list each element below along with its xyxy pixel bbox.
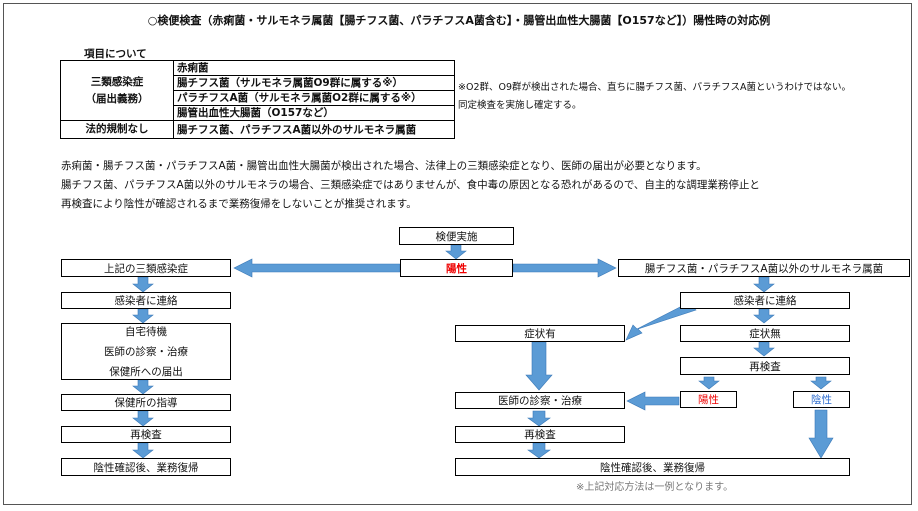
flow-left-steps: 自宅待機 医師の診察・治療 保健所への届出	[61, 323, 231, 380]
flow-result-positive: 陽性	[680, 391, 737, 408]
group1-label-line2: （届出義務）	[85, 92, 149, 105]
flow-right-head: 腸チフス菌・パラチフスA菌以外のサルモネラ属菌	[618, 259, 910, 277]
flow-result-negative: 陰性	[793, 391, 850, 408]
flow-left-guidance: 保健所の指導	[61, 394, 231, 411]
paragraph-line-2: 腸チフス菌、パラチフスA菌以外のサルモネラの場合、三類感染症ではありませんが、食…	[61, 179, 760, 191]
flow-right-return: 陰性確認後、業務復帰	[455, 458, 850, 476]
arrow-pos-down	[698, 376, 720, 390]
section-heading: 項目について	[84, 48, 147, 60]
arrow-contact-to-symptom	[625, 302, 697, 341]
flow-left-retest: 再検査	[61, 426, 231, 443]
arrow-retest-down	[527, 442, 551, 459]
arrow-left-2	[132, 308, 154, 324]
arrow-pos-to-treatment	[626, 391, 680, 411]
flow-left-head: 上記の三類感染症	[61, 259, 231, 277]
arrow-right-2	[753, 308, 775, 324]
flow-treatment: 医師の診察・治療	[455, 392, 625, 409]
arrow-to-left-branch	[233, 258, 401, 278]
note-line-1: ※O2群、O9群が検出された場合、直ちに腸チフス菌、パラチフスA菌というわけでは…	[458, 82, 852, 93]
paragraph-line-3: 再検査により陰性が確認されるまで業務復帰をしないことが推奨されます。	[61, 198, 417, 210]
flow-left-step: 自宅待機	[125, 325, 167, 338]
flow-left-step: 保健所への届出	[109, 365, 183, 378]
footnote: ※上記対応方法は一例となります。	[576, 482, 734, 493]
arrow-left-3	[132, 379, 154, 395]
flow-left-contact: 感染者に連絡	[61, 292, 231, 309]
table-cell: パラチフスA菌（サルモネラ属菌O2群に属する※）	[173, 90, 455, 106]
flow-positive: 陽性	[400, 259, 513, 277]
arrow-right-3	[753, 341, 775, 357]
arrow-right-1	[753, 276, 775, 293]
arrow-start-down	[445, 244, 467, 260]
note-line-2: 同定検査を実施し確定する。	[458, 100, 582, 111]
arrow-left-4	[132, 410, 154, 427]
flow-mid-retest: 再検査	[455, 426, 625, 443]
table-cell: 腸チフス菌、パラチフスA菌以外のサルモネラ属菌	[173, 120, 455, 139]
page-frame	[3, 3, 912, 505]
group1-label-line1: 三類感染症	[90, 75, 144, 88]
arrow-neg-long	[808, 409, 834, 459]
arrow-left-1	[132, 276, 154, 293]
flow-start: 検便実施	[399, 227, 514, 245]
flow-left-return: 陰性確認後、業務復帰	[61, 458, 231, 476]
table-cell: 腸チフス菌（サルモネラ属菌O9群に属する※）	[173, 75, 455, 91]
page-title: ○検便検査（赤痢菌・サルモネラ属菌【腸チフス菌、パラチフスA菌含む】・腸管出血性…	[147, 14, 771, 27]
flow-symptoms-no: 症状無	[680, 325, 850, 342]
arrow-symptom-down	[525, 341, 553, 391]
group2-label: 法的規制なし	[60, 120, 174, 139]
flow-right-contact: 感染者に連絡	[680, 292, 850, 309]
paragraph-line-1: 赤痢菌・腸チフス菌・パラチフスA菌・腸管出血性大腸菌が検出された場合、法律上の三…	[61, 160, 707, 172]
flow-left-step: 医師の診察・治療	[104, 345, 188, 358]
arrow-neg-down	[810, 376, 832, 390]
arrow-left-5	[132, 442, 154, 459]
arrow-to-right-branch	[512, 258, 617, 278]
flow-symptoms-yes: 症状有	[455, 325, 625, 342]
arrow-treat-down	[527, 410, 551, 427]
flow-right-retest: 再検査	[680, 357, 850, 375]
category-table: 三類感染症 （届出義務） 赤痢菌 腸チフス菌（サルモネラ属菌O9群に属する※） …	[60, 60, 455, 139]
